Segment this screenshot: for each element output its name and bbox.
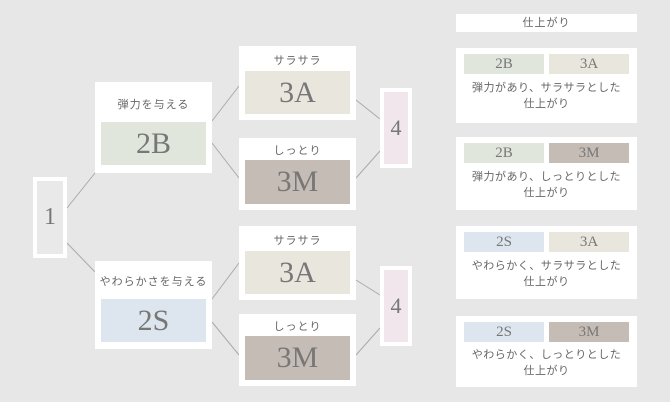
root-node-label: 1 [44,204,56,230]
option-card-3m: しっとり 3M [239,314,356,386]
connector-line [211,262,240,300]
branch-card-2s: やわらかさを与える 2S [95,261,212,349]
result-node: 4 [380,266,412,346]
legend-description: 弾力があり、しっとりとした 仕上がり [456,169,637,201]
legend-item: 2S 3A やわらかく、サラサラとした 仕上がり [456,226,637,299]
connector-line [355,150,381,179]
legend-header-label: 仕上がり [522,16,571,29]
legend-description: やわらかく、しっとりとした 仕上がり [456,347,637,379]
legend-description-line: 仕上がり [523,97,570,110]
legend-tile-2b: 2B [464,143,544,163]
option-card-3a: サラサラ 3A [239,226,356,300]
tile-3a: 3A [245,71,350,114]
legend-header: 仕上がり [456,14,637,32]
root-node: 1 [33,177,67,258]
connector-line [355,99,381,120]
connector-line [211,142,240,179]
tile-3a: 3A [245,251,350,294]
legend-description-line: 弾力があり、サラサラとした [471,81,622,94]
legend-description-line: 仕上がり [523,364,570,377]
legend-description-line: 仕上がり [523,186,570,199]
legend-description-line: 仕上がり [523,275,570,288]
option-title: サラサラ [273,234,322,247]
option-title: サラサラ [273,54,322,67]
legend-item: 2S 3M やわらかく、しっとりとした 仕上がり [456,316,637,387]
legend-description-line: 弾力があり、しっとりとした [471,170,622,183]
branch-card-2b: 弾力を与える 2B [95,82,212,173]
legend-tile-2s: 2S [464,322,544,342]
legend-description: やわらかく、サラサラとした 仕上がり [456,258,637,290]
connector-line [66,242,96,273]
tile-3m: 3M [245,160,350,204]
option-title: しっとり [273,320,322,333]
legend-tile-2b: 2B [464,54,544,74]
connector-line [355,279,381,296]
branch-title: やわらかさを与える [99,275,208,288]
connector-line [355,327,381,356]
connector-line [211,321,240,356]
branch-title: 弾力を与える [117,98,190,111]
result-node-label: 4 [390,115,402,140]
tile-2s: 2S [101,299,206,342]
legend-tile-3a: 3A [549,232,629,252]
result-node-label: 4 [390,293,402,318]
legend-tile-3m: 3M [549,322,629,342]
connector-line [66,172,96,209]
legend-item: 2B 3A 弾力があり、サラサラとした 仕上がり [456,48,637,123]
option-title: しっとり [273,144,322,157]
legend-description: 弾力があり、サラサラとした 仕上がり [456,80,637,112]
result-node: 4 [380,88,412,168]
legend-tile-2s: 2S [464,232,544,252]
legend-description-line: やわらかく、しっとりとした [471,348,622,361]
legend-tile-3m: 3M [549,143,629,163]
option-card-3m: しっとり 3M [239,138,356,210]
legend-tile-3a: 3A [549,54,629,74]
legend-description-line: やわらかく、サラサラとした [471,259,622,272]
option-card-3a: サラサラ 3A [239,46,356,120]
legend-item: 2B 3M 弾力があり、しっとりとした 仕上がり [456,137,637,210]
connector-line [211,85,240,122]
tile-3m: 3M [245,336,350,380]
tile-2b: 2B [101,122,206,165]
